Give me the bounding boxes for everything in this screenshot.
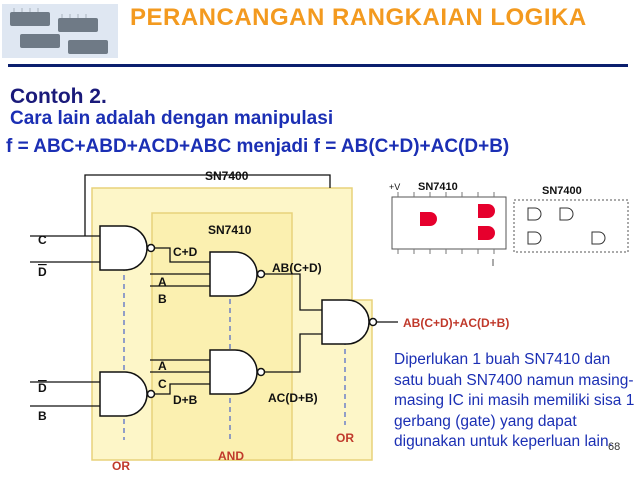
boolean-formula: f = ABC+ABD+ACD+ABC menjadi f = AB(C+D)+… [6, 136, 509, 158]
gate3-input-c: C [158, 377, 167, 391]
gate1-input-d: D [38, 265, 47, 279]
gate3-nand [209, 349, 258, 395]
page-title: PERANCANGAN RANGKAIAN LOGIKA [130, 4, 587, 31]
chip-photo-decoration [2, 4, 118, 58]
gate2-input-a: A [158, 275, 167, 289]
formula-f: f [6, 136, 13, 157]
gate1-nand [99, 225, 148, 271]
formula-f-rhs: f [313, 136, 320, 157]
gate3-bubble [256, 367, 266, 377]
gate2-bubble [256, 269, 266, 279]
or-right-label: OR [336, 431, 354, 445]
intro-text: Cara lain adalah dengan manipulasi [10, 108, 334, 129]
title-divider [8, 64, 628, 67]
final-output-label: AB(C+D)+AC(D+B) [403, 316, 509, 330]
page-number: 68 [608, 441, 621, 453]
sn7410-label: SN7410 [208, 223, 252, 237]
final-bubble [368, 317, 378, 327]
gate1-bubble [146, 243, 156, 253]
or-left-label: OR [112, 459, 130, 473]
sn7410-chip-label: SN7410 [418, 181, 458, 193]
gate4-bubble [146, 389, 156, 399]
sn7400-chip-diagram: SN7400 [513, 185, 629, 253]
gate2-output-label: AB(C+D) [272, 261, 322, 275]
gate1-input-c: C [38, 233, 47, 247]
gate2-input-b: B [158, 292, 167, 306]
formula-connector: menjadi [236, 136, 309, 157]
formula-rhs: = AB(C+D)+AC(D+B) [325, 136, 510, 157]
example-heading: Contoh 2. [10, 85, 107, 108]
formula-lhs: = ABC+ABD+ACD+ABC [17, 136, 232, 157]
sn7400-label: SN7400 [205, 169, 249, 183]
gate4-input-b: B [38, 409, 47, 423]
gate4-input-d: D [38, 381, 47, 395]
sn7400-chip-label: SN7400 [542, 185, 582, 197]
gate3-input-a: A [158, 359, 167, 373]
and-mid-label: AND [218, 449, 244, 463]
explanation-note: Diperlukan 1 buah SN7410 dan satu buah S… [394, 351, 635, 450]
gate2-input-cd: C+D [173, 245, 198, 259]
gate4-nand [99, 371, 148, 417]
sn7410-chip-diagram: SN7410 +V [389, 181, 507, 266]
final-nand [321, 299, 370, 345]
gate3-input-db: D+B [173, 393, 198, 407]
gate3-output-label: AC(D+B) [268, 391, 318, 405]
gate2-nand [209, 251, 258, 297]
vcc-label: +V [389, 182, 400, 192]
